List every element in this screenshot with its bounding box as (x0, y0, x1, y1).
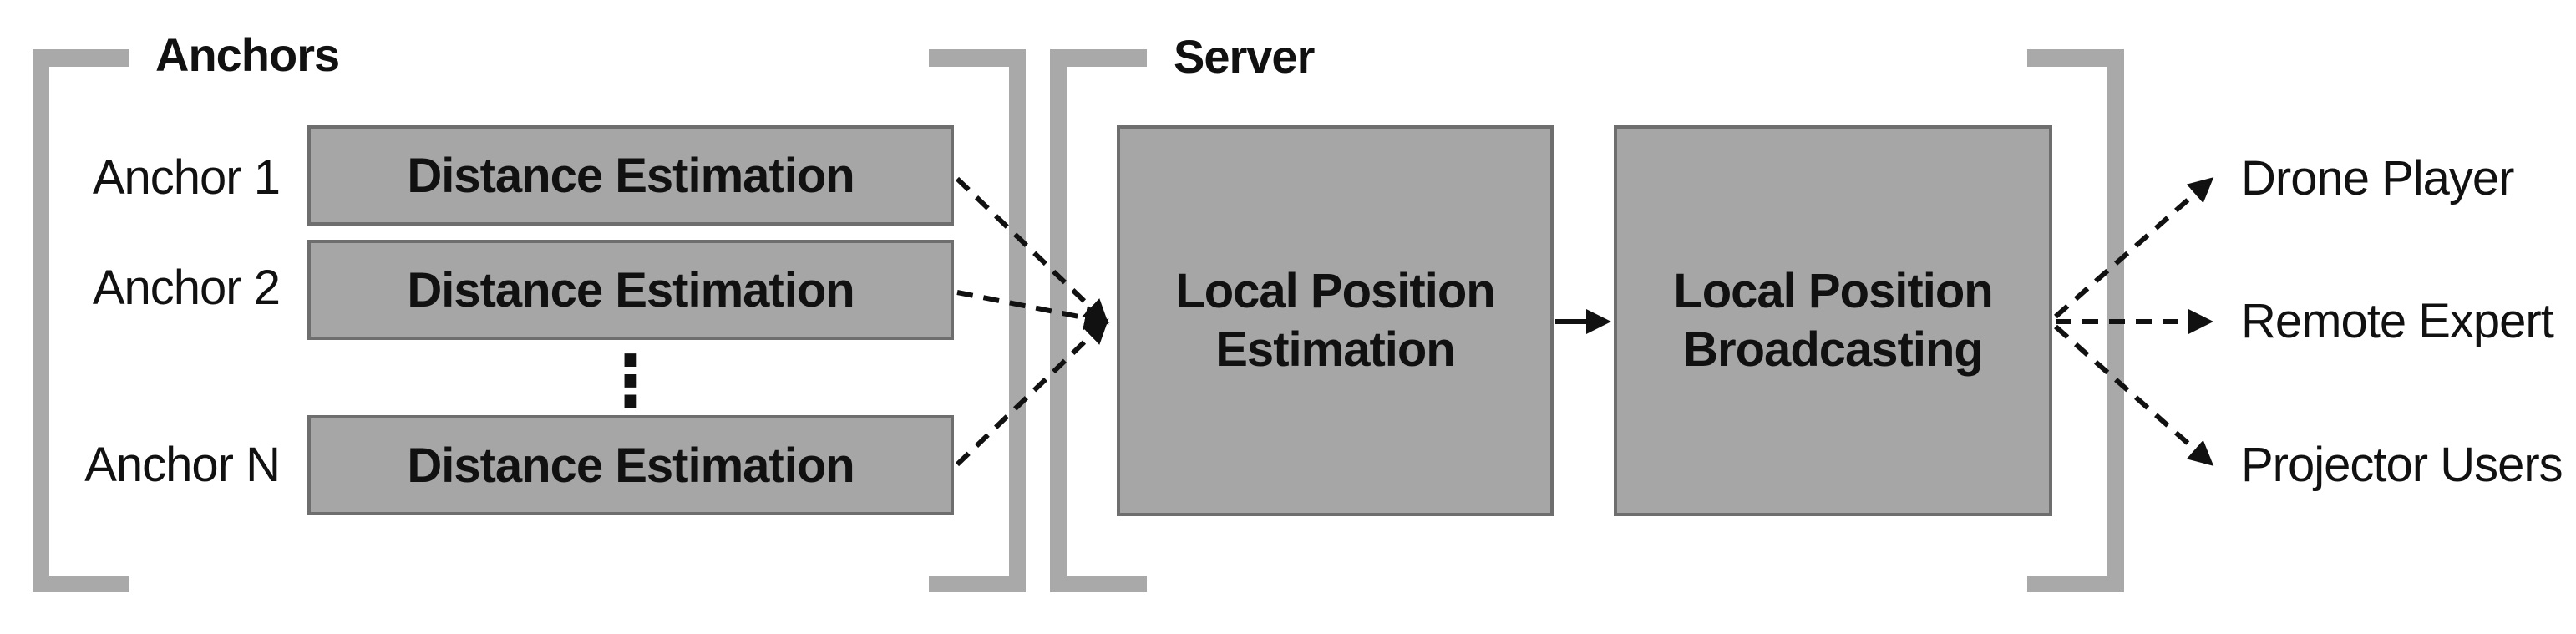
anchors-group-bracket-left (33, 49, 129, 592)
local-position-broadcasting-line1: Local Position (1673, 264, 1993, 318)
remote-expert-label: Remote Expert (2241, 294, 2554, 348)
distance-estimation-box-anchor-n: Distance Estimation (307, 415, 954, 515)
anchor-n-label: Anchor N (84, 438, 281, 492)
anchor-1-label: Anchor 1 (92, 150, 281, 205)
distance-estimation-box-anchor-2: Distance Estimation (307, 240, 954, 340)
drone-player-label: Drone Player (2241, 151, 2514, 205)
local-position-broadcasting-box: Local Position Broadcasting (1614, 125, 2052, 516)
anchor-2-label: Anchor 2 (92, 261, 281, 315)
local-position-broadcasting-line2: Broadcasting (1683, 322, 1984, 377)
projector-users-label: Projector Users (2241, 438, 2563, 492)
anchors-group-title: Anchors (155, 28, 340, 81)
local-position-estimation-line2: Estimation (1215, 322, 1455, 377)
server-group-title: Server (1174, 30, 1315, 83)
vertical-ellipsis: ⋮ (596, 340, 666, 422)
local-position-estimation-box: Local Position Estimation (1117, 125, 1554, 516)
local-position-estimation-line1: Local Position (1175, 264, 1495, 318)
distance-estimation-box-anchor-1: Distance Estimation (307, 125, 954, 226)
